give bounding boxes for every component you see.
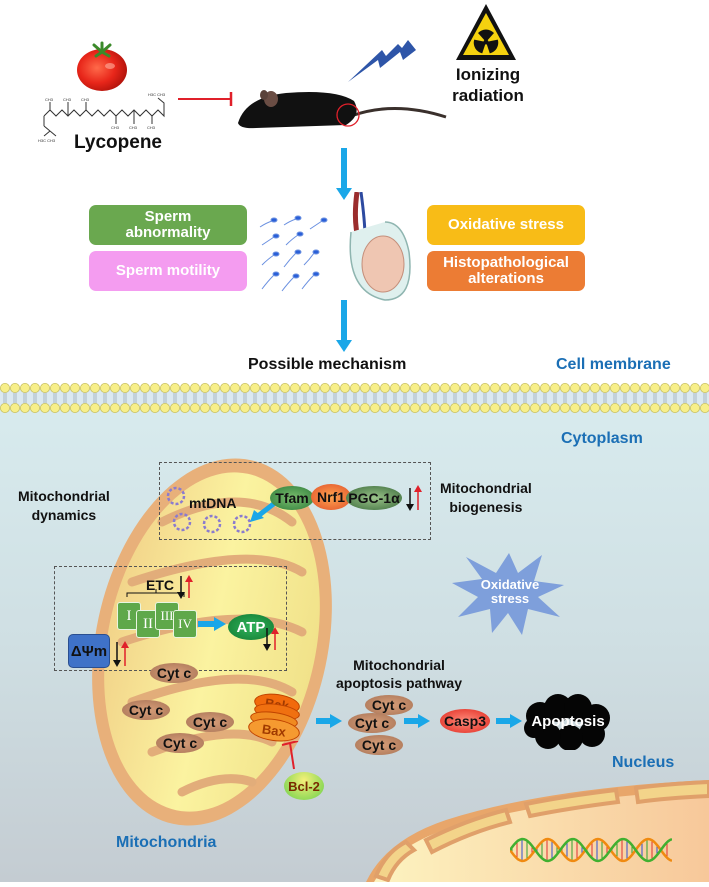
released-cytochrome-c: Cyt c bbox=[355, 735, 403, 755]
released-cytochrome-c: Cyt c bbox=[348, 713, 396, 733]
oxidative-burst-line1: Oxidative bbox=[480, 577, 540, 592]
oxidative-burst-line2: stress bbox=[490, 591, 530, 606]
sperm-cells-icon bbox=[258, 215, 338, 295]
sperm-motility-box: Sperm motility bbox=[89, 251, 247, 291]
svg-text:CH3: CH3 bbox=[129, 125, 138, 130]
atp-molecule: ATP bbox=[228, 614, 274, 640]
testis-icon bbox=[345, 191, 415, 304]
apoptosis-pathway-label: Mitochondrial apoptosis pathway bbox=[330, 656, 468, 692]
dynamics-line2: dynamics bbox=[31, 507, 97, 523]
svg-text:H3C CH3: H3C CH3 bbox=[148, 92, 166, 97]
cytochrome-c: Cyt c bbox=[150, 663, 198, 683]
biogenesis-region bbox=[159, 462, 431, 540]
lycopene-structure-icon: CH3 CH3 CH3 CH3 CH3 CH3 H3C CH3 H3C CH3 bbox=[36, 88, 176, 143]
mtdna-label: mtDNA bbox=[189, 495, 237, 511]
released-cytochrome-c: Cyt c bbox=[365, 695, 413, 715]
apoptosis-label: Apoptosis bbox=[531, 713, 605, 730]
svg-text:CH3: CH3 bbox=[111, 125, 120, 130]
svg-text:H3C CH3: H3C CH3 bbox=[38, 138, 56, 143]
histopathological-line1: Histopathological bbox=[443, 254, 569, 271]
mitochondrial-biogenesis-label: Mitochondrial biogenesis bbox=[440, 479, 532, 517]
svg-text:CH3: CH3 bbox=[45, 97, 54, 102]
cytochrome-c: Cyt c bbox=[122, 700, 170, 720]
biogenesis-line2: biogenesis bbox=[449, 499, 523, 515]
svg-text:CH3: CH3 bbox=[147, 125, 156, 130]
cytoplasm-label: Cytoplasm bbox=[561, 430, 643, 447]
sperm-abnormality-line2: abnormality bbox=[125, 224, 211, 241]
mitochondria-label: Mitochondria bbox=[116, 834, 217, 851]
mitochondrial-dynamics-label: Mitochondrial dynamics bbox=[18, 487, 110, 525]
lycopene-label: Lycopene bbox=[74, 132, 162, 153]
bcl2-inhibit-line bbox=[280, 740, 300, 771]
radiation-label: Ionizing radiation bbox=[440, 64, 536, 106]
radiation-label-line1: Ionizing bbox=[455, 65, 521, 84]
membrane-potential-box: ΔΨm bbox=[68, 634, 110, 668]
down-arrow bbox=[336, 148, 352, 200]
oxidative-burst-label: Oxidative stress bbox=[478, 578, 542, 606]
bcl2-protein: Bcl-2 bbox=[284, 772, 324, 800]
cell-membrane-label: Cell membrane bbox=[556, 356, 671, 373]
arrow-to-atp bbox=[198, 617, 226, 631]
nrf1-factor: Nrf1 bbox=[311, 484, 351, 510]
mouse-icon bbox=[236, 85, 461, 135]
lightning-bolt-icon bbox=[348, 40, 418, 84]
pathway-line1: Mitochondrial bbox=[353, 657, 445, 673]
etc-complex-4: IV bbox=[173, 610, 197, 638]
cell-membrane bbox=[0, 383, 709, 413]
histopathological-line2: alterations bbox=[468, 270, 544, 287]
atp-down-up-arrows-icon bbox=[262, 626, 280, 652]
cytochrome-c: Cyt c bbox=[156, 733, 204, 753]
sperm-motility-label: Sperm motility bbox=[115, 262, 221, 279]
flow-arrow bbox=[316, 714, 342, 728]
potential-down-up-arrows-icon bbox=[112, 640, 130, 668]
etc-label: ETC bbox=[146, 577, 174, 593]
etc-bracket bbox=[126, 586, 186, 598]
svg-text:CH3: CH3 bbox=[81, 97, 90, 102]
flow-arrow bbox=[404, 714, 430, 728]
svg-text:CH3: CH3 bbox=[63, 97, 72, 102]
oxidative-stress-label: Oxidative stress bbox=[448, 216, 564, 233]
biogenesis-line1: Mitochondrial bbox=[440, 480, 532, 496]
caspase3: Casp3 bbox=[440, 709, 490, 733]
mtdna-rings-icon bbox=[166, 486, 256, 534]
etc-down-up-arrows-icon bbox=[176, 574, 194, 600]
inhibit-arrow bbox=[178, 92, 234, 106]
cytochrome-c: Cyt c bbox=[186, 712, 234, 732]
flow-arrow bbox=[496, 714, 522, 728]
pgc1a-factor: PGC-1α bbox=[346, 486, 402, 510]
radiation-label-line2: radiation bbox=[452, 86, 524, 105]
tfam-factor: Tfam bbox=[270, 486, 314, 510]
apoptosis-cloud-icon bbox=[522, 694, 612, 751]
possible-mechanism-label: Possible mechanism bbox=[248, 356, 407, 373]
oxidative-stress-burst bbox=[452, 553, 567, 635]
oxidative-stress-box: Oxidative stress bbox=[427, 205, 585, 245]
sperm-abnormality-line1: Sperm bbox=[144, 208, 192, 225]
down-arrow bbox=[336, 300, 352, 352]
down-up-arrows-icon bbox=[405, 484, 423, 512]
dna-helix-icon bbox=[508, 836, 673, 864]
nucleus-label: Nucleus bbox=[612, 754, 675, 771]
pathway-line2: apoptosis pathway bbox=[335, 675, 463, 691]
radiation-warning-icon bbox=[454, 2, 518, 62]
nucleus-icon bbox=[366, 779, 709, 883]
tomato-icon bbox=[76, 40, 128, 92]
dynamics-line1: Mitochondrial bbox=[18, 488, 110, 504]
etc-complex-2: II bbox=[136, 610, 160, 638]
